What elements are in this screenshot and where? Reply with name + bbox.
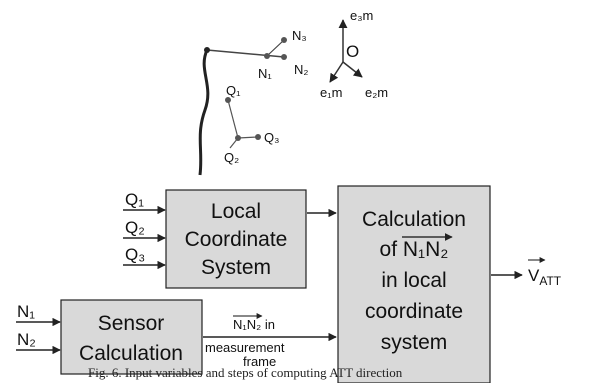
- point-q2: [235, 135, 241, 141]
- local-line1: Local: [211, 200, 261, 223]
- local-coordinate-box: Local Coordinate System: [165, 189, 307, 289]
- figure-caption: Fig. 6. Input variables and steps of com…: [88, 365, 403, 380]
- input-q2: Q₂: [125, 218, 145, 237]
- flow-line2: measurement: [205, 340, 285, 355]
- q-inputs: Q₁ Q₂ Q₃: [123, 190, 166, 270]
- local-line3: System: [201, 256, 271, 279]
- label-e2m: e₂m: [365, 85, 388, 100]
- label-n1: N₁: [258, 66, 272, 81]
- point-n3: [281, 37, 287, 43]
- n-vector-line: [206, 49, 285, 58]
- label-n3: N₃: [292, 28, 307, 43]
- label-q3: Q₃: [264, 130, 279, 145]
- point-n1: [264, 53, 270, 59]
- output-label: VATT: [528, 257, 562, 288]
- label-n2: N₂: [294, 62, 308, 77]
- calc-vector: N₁N₂: [403, 238, 449, 261]
- label-origin: O: [346, 42, 359, 61]
- calc-line3: in local: [381, 269, 446, 292]
- label-q2: Q₂: [224, 150, 239, 165]
- sensor-line1: Sensor: [98, 312, 165, 335]
- output-v: VATT: [528, 266, 562, 288]
- surface-curve: [198, 49, 210, 176]
- point-n0: [204, 47, 210, 53]
- calc-line2: of N₁N₂: [380, 238, 449, 261]
- input-q3: Q₃: [125, 245, 145, 264]
- input-n2: N₂: [17, 330, 36, 349]
- q-triangle: [227, 99, 239, 149]
- input-n1: N₁: [17, 302, 35, 321]
- point-q1: [225, 97, 231, 103]
- output-sub: ATT: [539, 274, 561, 288]
- label-q1: Q₁: [226, 83, 241, 98]
- point-n2: [281, 54, 287, 60]
- calc-line5: system: [381, 331, 448, 354]
- label-e3m: e₃m: [350, 8, 373, 23]
- calc-line4: coordinate: [365, 300, 463, 323]
- geometry-sketch: N₁ N₂ N₃ Q₁ Q₂ Q₃ O e₃m e₁m e₂m: [198, 8, 388, 176]
- flow-line3: frame: [243, 354, 276, 369]
- axis-e2m: [342, 61, 363, 78]
- flow-line1: N₁N₂ in: [233, 317, 275, 332]
- local-line2: Coordinate: [185, 228, 288, 251]
- q3-link: [237, 136, 259, 139]
- input-q1: Q₁: [125, 190, 144, 209]
- sensor-calculation-box: Sensor Calculation: [60, 299, 203, 375]
- n-inputs: N₁ N₂: [16, 302, 61, 355]
- point-q3: [255, 134, 261, 140]
- flow-label: N₁N₂ in measurement frame: [205, 313, 285, 369]
- calc-line1: Calculation: [362, 208, 466, 231]
- n3-link: [266, 39, 285, 57]
- axis-e1m: [329, 61, 344, 83]
- vector-calculation-box: Calculation of N₁N₂ in local coordinate …: [337, 185, 491, 383]
- label-e1m: e₁m: [320, 85, 342, 100]
- sensor-line2: Calculation: [79, 342, 183, 365]
